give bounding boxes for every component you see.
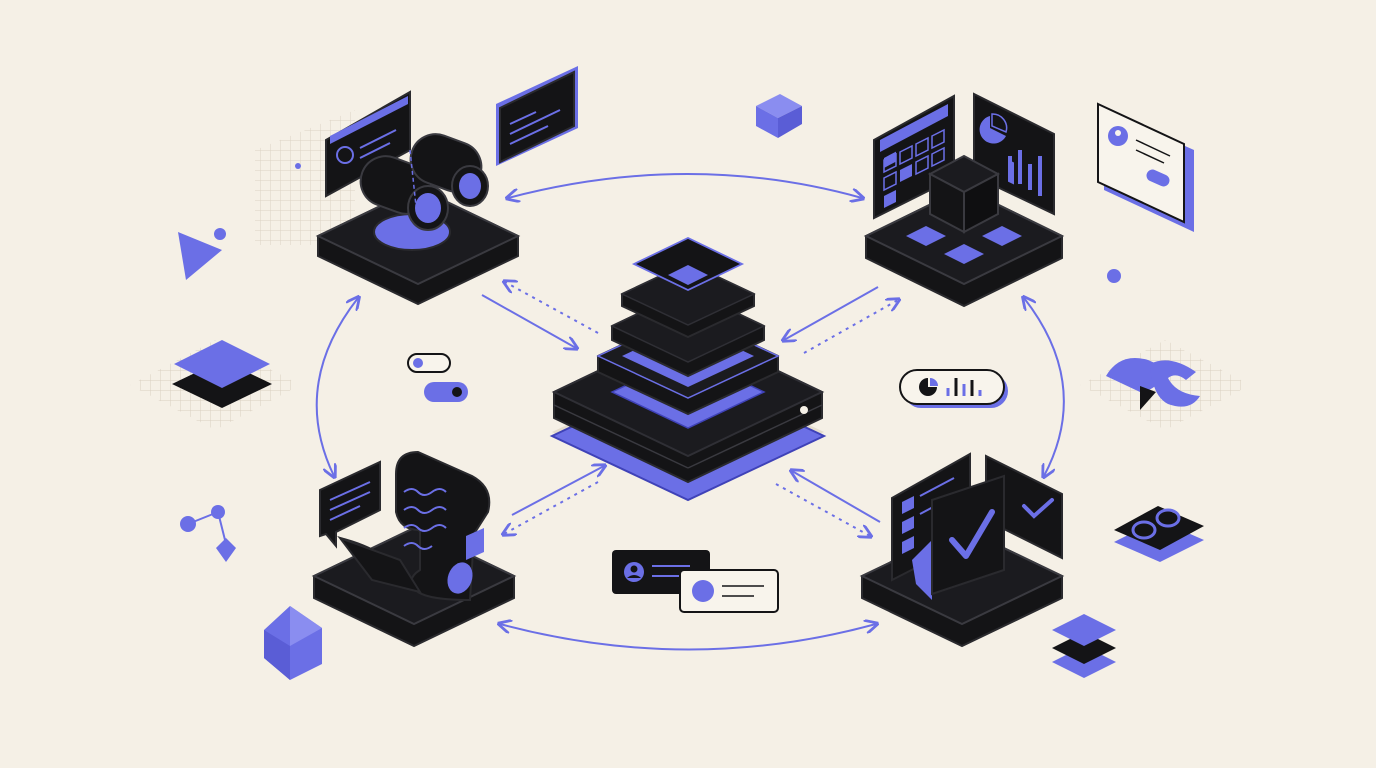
spoke-tr-solid: [784, 286, 879, 340]
checkmark-card-icon: [912, 474, 1005, 600]
edge-bottom: [500, 624, 876, 651]
layer-stack-icon: [172, 340, 272, 408]
spoke-bl-dotted: [504, 481, 599, 534]
edge-top: [508, 173, 862, 198]
link-rings-icon: [1114, 506, 1204, 562]
spoke-tl-dotted: [505, 282, 599, 334]
node-hub: [549, 237, 827, 502]
document-scroll-icon: [337, 450, 491, 602]
mini-chart-pill-icon: [899, 369, 1008, 408]
profile-card-with-toggle-icon: [1097, 102, 1194, 232]
binoculars-icon: [359, 133, 489, 231]
gem-shape-icon: [264, 606, 322, 680]
pen-tool-icon: [1106, 358, 1200, 410]
spoke-bl-solid: [511, 466, 604, 516]
linked-nodes-icon: [180, 505, 236, 562]
edges: [315, 173, 1065, 651]
edge-left: [315, 298, 358, 476]
spoke-tl-solid: [481, 294, 576, 348]
dot-icon: [295, 163, 1121, 283]
pyramid-shape-icon: [178, 228, 226, 280]
code-window-icon: [496, 66, 578, 166]
hub-status-light: [800, 406, 808, 414]
spoke-tr-dotted: [803, 300, 898, 354]
cube-icon: [927, 154, 1001, 234]
spoke-br-dotted: [775, 483, 870, 536]
floating-cube-icon: [756, 94, 802, 138]
spoke-br-solid: [792, 471, 881, 523]
node-bottom-left: [311, 450, 517, 648]
profile-cards-icon: [612, 550, 779, 613]
node-top-right: [863, 92, 1065, 308]
edge-right: [1024, 298, 1065, 476]
node-top-left: [315, 66, 578, 306]
layer-stack-small-icon: [1052, 614, 1116, 678]
node-bottom-right: [859, 452, 1065, 648]
toggle-switches-icon: [407, 353, 468, 402]
chat-document-icon: [319, 460, 381, 549]
